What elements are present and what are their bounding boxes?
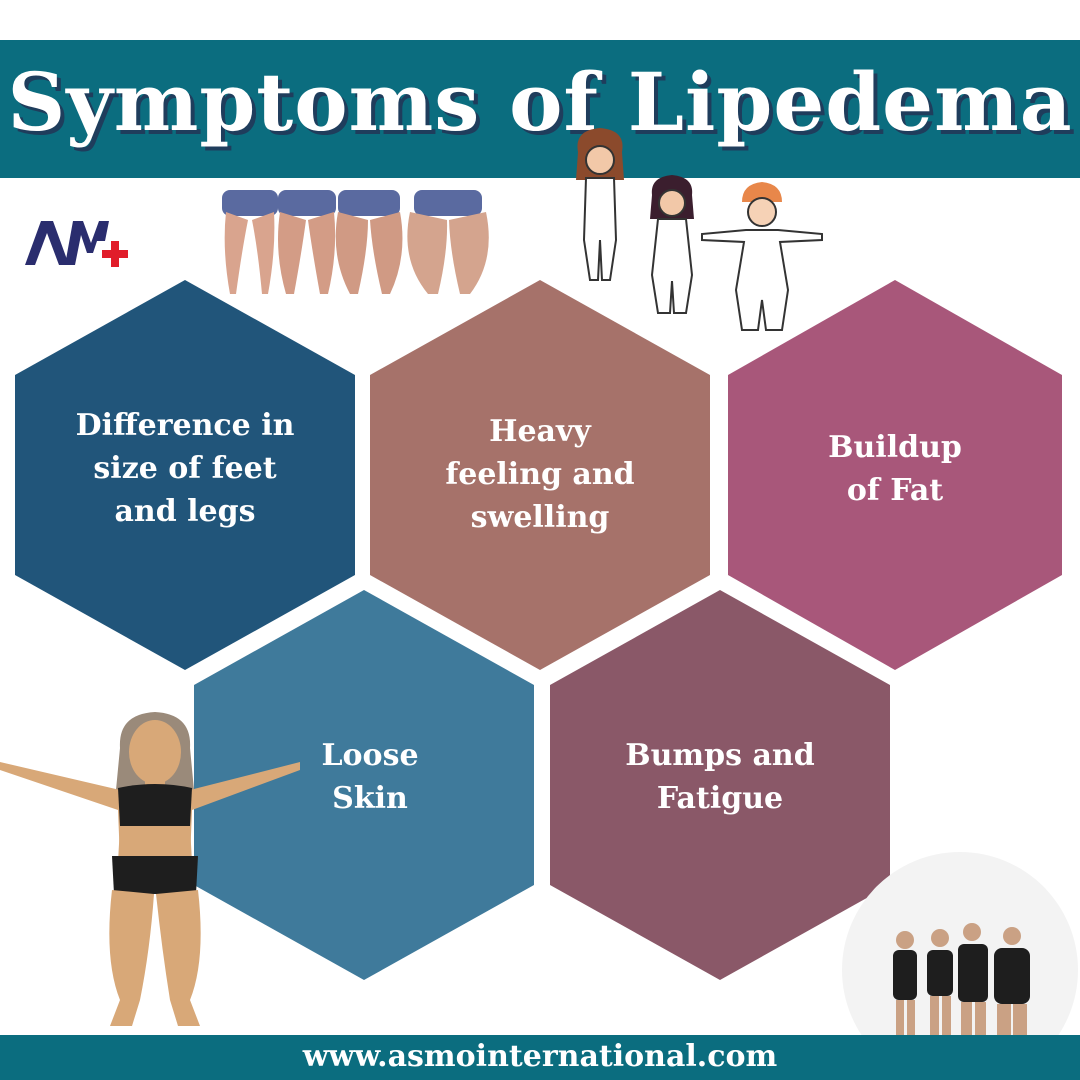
hexagon-1 xyxy=(15,280,355,670)
symptom-5-label: Bumps and Fatigue xyxy=(625,738,815,816)
title-banner xyxy=(0,40,1080,178)
group-photo xyxy=(842,852,1078,1080)
footer-banner xyxy=(0,1035,1080,1080)
symptom-2-label: Heavy feeling and swelling xyxy=(445,414,635,535)
hexagon-3 xyxy=(728,280,1062,670)
am-plus-logo-icon xyxy=(25,221,128,267)
woman-arms-out-illustration xyxy=(0,712,300,1026)
hexagon-5 xyxy=(550,590,890,980)
cartoon-women-illustration xyxy=(576,128,823,331)
hexagon-4 xyxy=(194,590,534,980)
legs-stages-illustration xyxy=(222,190,489,294)
symptom-4-label: Loose Skin xyxy=(321,738,419,816)
symptom-3-label: Buildup of Fat xyxy=(828,430,962,508)
symptom-1-label: Difference in size of feet and legs xyxy=(75,408,295,529)
page-title: Symptoms of Lipedema xyxy=(7,55,1073,149)
hexagon-grid xyxy=(15,280,1062,980)
website-link[interactable]: www.asmointernational.com xyxy=(302,1039,778,1074)
hexagon-2 xyxy=(370,280,710,670)
